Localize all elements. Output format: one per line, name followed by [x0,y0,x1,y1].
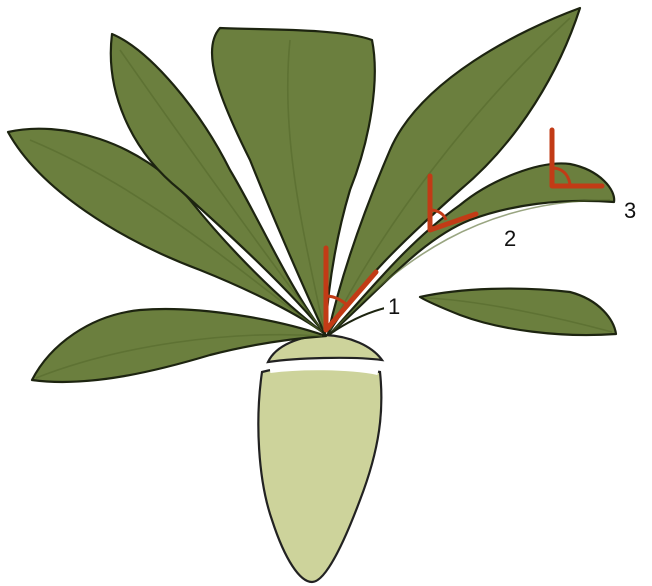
angle-label-2: 2 [500,226,520,252]
root-tuber [258,335,382,582]
leaf-lower-right [420,289,616,335]
angle-label-1: 1 [384,294,404,320]
leaves [8,8,616,382]
angle-label-3: 3 [620,198,640,224]
